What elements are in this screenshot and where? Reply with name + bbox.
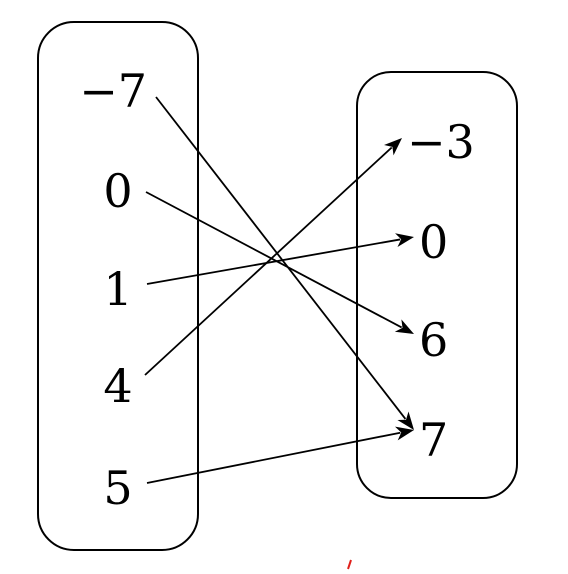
mapping-arrow-line bbox=[146, 431, 401, 484]
arrowhead-icon bbox=[397, 411, 414, 430]
range-value: 7 bbox=[419, 413, 448, 467]
mapping-arrow-line bbox=[146, 238, 401, 285]
domain-value: 5 bbox=[103, 461, 132, 515]
mapping-arrows bbox=[144, 96, 414, 484]
arrowhead-icon bbox=[384, 138, 402, 156]
mapping-arrow-line bbox=[155, 96, 407, 420]
domain-value: 0 bbox=[103, 164, 132, 218]
mapping-arrow-line bbox=[145, 191, 403, 329]
range-value: 6 bbox=[419, 313, 448, 367]
mapping-arrow-line bbox=[144, 146, 393, 376]
domain-value: −7 bbox=[79, 64, 147, 118]
range-values: −3 0 6 7 bbox=[407, 115, 475, 467]
stray-pen-mark bbox=[347, 559, 352, 570]
range-value: −3 bbox=[407, 115, 475, 169]
range-set-box bbox=[356, 71, 518, 499]
domain-value: 1 bbox=[103, 262, 132, 316]
arrowhead-icon bbox=[395, 233, 414, 248]
domain-values: −7 0 1 4 5 bbox=[79, 64, 147, 515]
arrowhead-icon bbox=[394, 426, 414, 441]
arrowhead-icon bbox=[394, 319, 414, 334]
domain-value: 4 bbox=[103, 359, 132, 413]
domain-set-box bbox=[37, 21, 199, 551]
range-value: 0 bbox=[419, 215, 448, 269]
